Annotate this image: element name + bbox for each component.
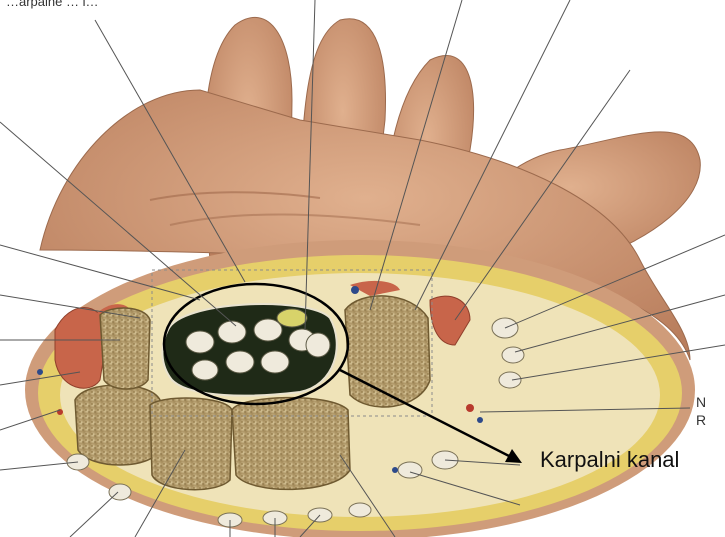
carpal-canal-caption: Karpalni kanal — [540, 447, 679, 473]
cropped-label-right-2: R — [696, 412, 706, 428]
cropped-label-right-1: N — [696, 394, 706, 410]
wrist-section — [25, 240, 695, 537]
cropped-label-top: …arpalne … i… — [6, 0, 98, 9]
